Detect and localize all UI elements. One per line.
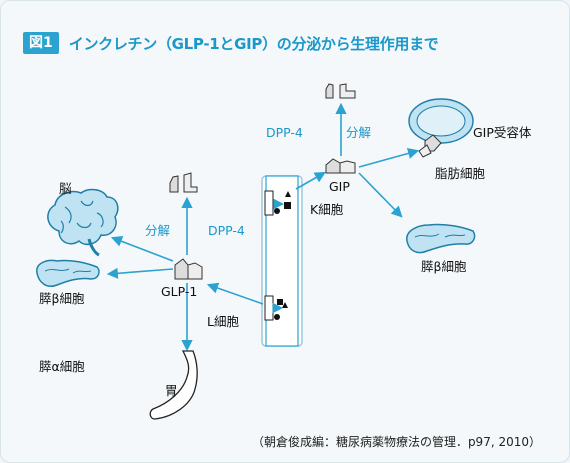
source-citation: （朝倉俊成編：糖尿病薬物療法の管理．p97, 2010） xyxy=(251,435,541,449)
glp1-label: GLP-1 xyxy=(161,284,197,299)
k-cell xyxy=(264,190,291,216)
stomach-icon xyxy=(149,350,198,420)
stomach-label: 胃 xyxy=(165,383,178,398)
decompose-left-label: 分解 xyxy=(145,223,170,238)
k-cell-label: K細胞 xyxy=(310,202,344,217)
pancreas-beta-right-label: 膵β細胞 xyxy=(421,259,467,274)
brain-label: 脳 xyxy=(59,181,72,196)
decompose-right-label: 分解 xyxy=(346,125,371,140)
figure-title: インクレチン（GLP-1とGIP）の分泌から生理作用まで xyxy=(68,34,439,53)
gip-fragment xyxy=(325,83,356,99)
gip-receptor-label: GIP受容体 xyxy=(473,125,532,140)
glp1-fragment xyxy=(169,172,198,193)
pancreas-beta-left-label: 膵β細胞 xyxy=(39,291,85,306)
adipocyte-icon xyxy=(408,98,474,158)
pancreas-right-icon xyxy=(406,223,476,254)
glp1-molecule xyxy=(174,258,203,280)
arrows xyxy=(106,102,420,352)
gip-label: GIP xyxy=(329,179,350,194)
figure-header: 図1 インクレチン（GLP-1とGIP）の分泌から生理作用まで xyxy=(23,31,439,55)
pancreas-alpha-label: 膵α細胞 xyxy=(39,359,85,374)
brain-icon xyxy=(47,188,119,257)
pancreas-left-icon xyxy=(36,259,100,287)
l-cell xyxy=(264,295,288,321)
adipocyte-label: 脂肪細胞 xyxy=(435,166,486,181)
l-cell-label: L細胞 xyxy=(207,314,239,329)
figure-number-badge: 図1 xyxy=(23,32,59,54)
dpp4-right-label: DPP-4 xyxy=(266,125,303,140)
gip-molecule xyxy=(325,158,356,174)
dpp4-left-label: DPP-4 xyxy=(208,223,245,238)
